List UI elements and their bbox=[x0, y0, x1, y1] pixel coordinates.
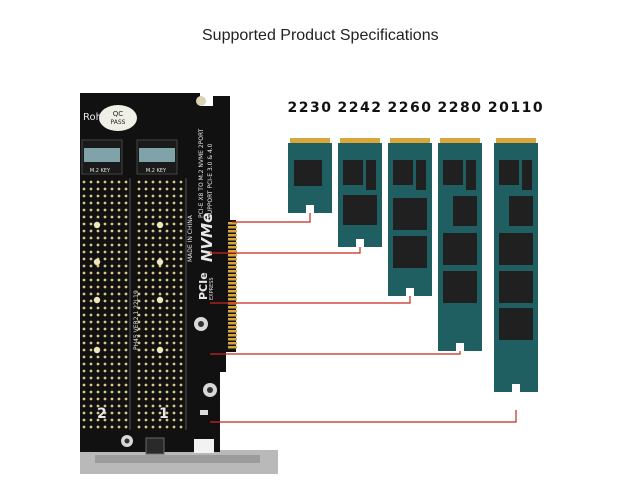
ssd-size-label: 20110 bbox=[488, 100, 544, 116]
length-indicator-line bbox=[232, 210, 311, 223]
nand-chip bbox=[499, 233, 533, 265]
nand-chip bbox=[393, 236, 427, 268]
nand-chip bbox=[522, 160, 532, 190]
pass-text: PASS bbox=[111, 119, 126, 126]
qc-pass-badge: QC PASS bbox=[99, 105, 137, 131]
slot-label-1: M.2 KEY bbox=[146, 168, 167, 174]
slot-label-2: M.2 KEY bbox=[90, 168, 111, 174]
nand-chip bbox=[416, 160, 426, 190]
ssd-gold-contacts bbox=[290, 138, 330, 144]
nand-chip bbox=[499, 308, 533, 340]
fan-connector bbox=[194, 439, 214, 453]
brand-text: Roh bbox=[83, 112, 102, 123]
ssd-gold-contacts bbox=[390, 138, 430, 144]
length-indicator-line bbox=[210, 342, 461, 355]
nand-chip bbox=[509, 196, 533, 226]
pcie-logo: PCIe bbox=[197, 272, 210, 300]
nand-chip bbox=[393, 198, 427, 230]
nand-chip bbox=[443, 271, 477, 303]
nand-chip bbox=[466, 160, 476, 190]
slot-number-2: 2 bbox=[97, 406, 107, 422]
nand-chip bbox=[443, 160, 463, 185]
board-text-model-line: PCI-E X8 TO M.2 NVME 2PORT bbox=[198, 128, 205, 218]
nand-chip bbox=[294, 160, 322, 186]
nand-chip bbox=[343, 195, 377, 225]
qc-text: QC bbox=[113, 110, 124, 118]
ssd-gold-contacts bbox=[340, 138, 380, 144]
nand-chip bbox=[366, 160, 376, 190]
mounting-hole bbox=[196, 96, 206, 106]
ssd-size-label: 2260 bbox=[388, 100, 433, 116]
ssd-gold-contacts bbox=[496, 138, 536, 144]
led bbox=[200, 410, 208, 415]
ssd-size-label: 2230 bbox=[288, 100, 333, 116]
ssd-size-label: 2280 bbox=[438, 100, 483, 116]
board-text-support-line: SUPPORT PCI-E 3.0 & 4.0 bbox=[207, 143, 214, 218]
solder-dot-grid bbox=[82, 180, 183, 429]
metal-bracket-slot bbox=[95, 455, 260, 463]
ssd-size-label: 2242 bbox=[338, 100, 383, 116]
ssd-gold-contacts bbox=[440, 138, 480, 144]
nvme-logo: NVMe bbox=[198, 213, 216, 262]
slot-number-1: 1 bbox=[159, 406, 169, 422]
nand-chip bbox=[393, 160, 413, 185]
nand-chip bbox=[453, 196, 477, 226]
made-in-text: MADE IN CHINA bbox=[187, 214, 194, 262]
length-indicator-line bbox=[210, 410, 517, 423]
board-version-text: PH45 VER2.1 22L19 bbox=[133, 290, 140, 350]
pcie-logo-subtext: EXPRESS bbox=[209, 277, 215, 300]
nand-chip bbox=[343, 160, 363, 185]
page-heading: Supported Product Specifications bbox=[202, 27, 439, 44]
nand-chip bbox=[499, 271, 533, 303]
nand-chip bbox=[443, 233, 477, 265]
ssd-module-group: 2230 2242 2260 2280 20110 bbox=[288, 100, 544, 392]
nand-chip bbox=[499, 160, 519, 185]
chip bbox=[145, 437, 165, 455]
length-indicator-line bbox=[210, 291, 411, 304]
